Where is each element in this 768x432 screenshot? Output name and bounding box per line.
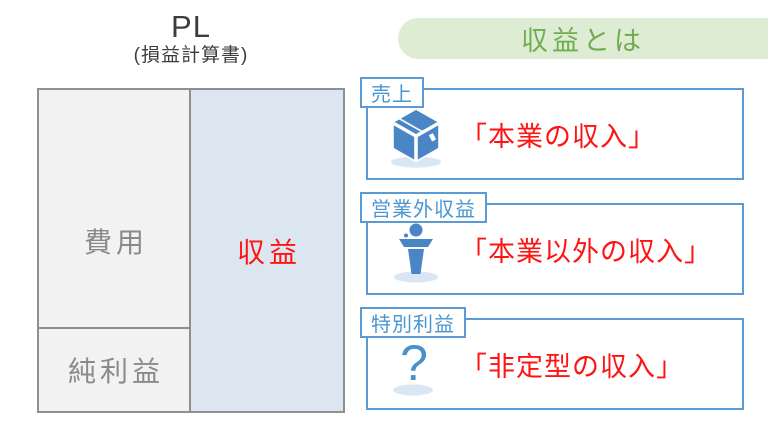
non-operating-info-box: 「本業以外の収入」 [366, 203, 744, 295]
revenue-label: 収益 [236, 236, 301, 268]
revenue-cell: 収益 [191, 90, 343, 411]
net-profit-label: 純利益 [67, 356, 164, 387]
pl-left-column: 費用 純利益 [39, 90, 191, 411]
non-operating-tab: 営業外収益 [360, 192, 487, 223]
question-mark-icon: ? [386, 335, 446, 399]
question-glyph: ? [400, 335, 428, 391]
pl-statement-diagram: 費用 純利益 収益 [37, 88, 345, 413]
sales-tab-label: 売上 [371, 84, 413, 106]
expenses-label: 費用 [83, 227, 148, 258]
section-banner: 収益とは [398, 18, 768, 59]
expenses-cell: 費用 [39, 90, 189, 329]
sales-info-box: 「本業の収入」 [366, 88, 744, 180]
sales-description: 「本業の収入」 [460, 121, 656, 152]
pl-subtitle: (損益計算書) [133, 45, 249, 66]
net-profit-cell: 純利益 [39, 329, 189, 411]
pl-title: PL [171, 9, 211, 44]
extraordinary-tab-label: 特別利益 [371, 314, 455, 336]
extraordinary-tab: 特別利益 [360, 307, 466, 338]
non-operating-tab-label: 営業外収益 [371, 199, 476, 221]
non-operating-description: 「本業以外の収入」 [460, 236, 712, 267]
pl-title-block: PL (損益計算書) [37, 10, 345, 68]
extraordinary-description: 「非定型の収入」 [460, 351, 684, 382]
podium-speaker-icon [386, 220, 446, 284]
package-box-icon [386, 105, 446, 169]
sales-tab: 売上 [360, 77, 424, 108]
banner-title: 収益とは [521, 26, 645, 56]
